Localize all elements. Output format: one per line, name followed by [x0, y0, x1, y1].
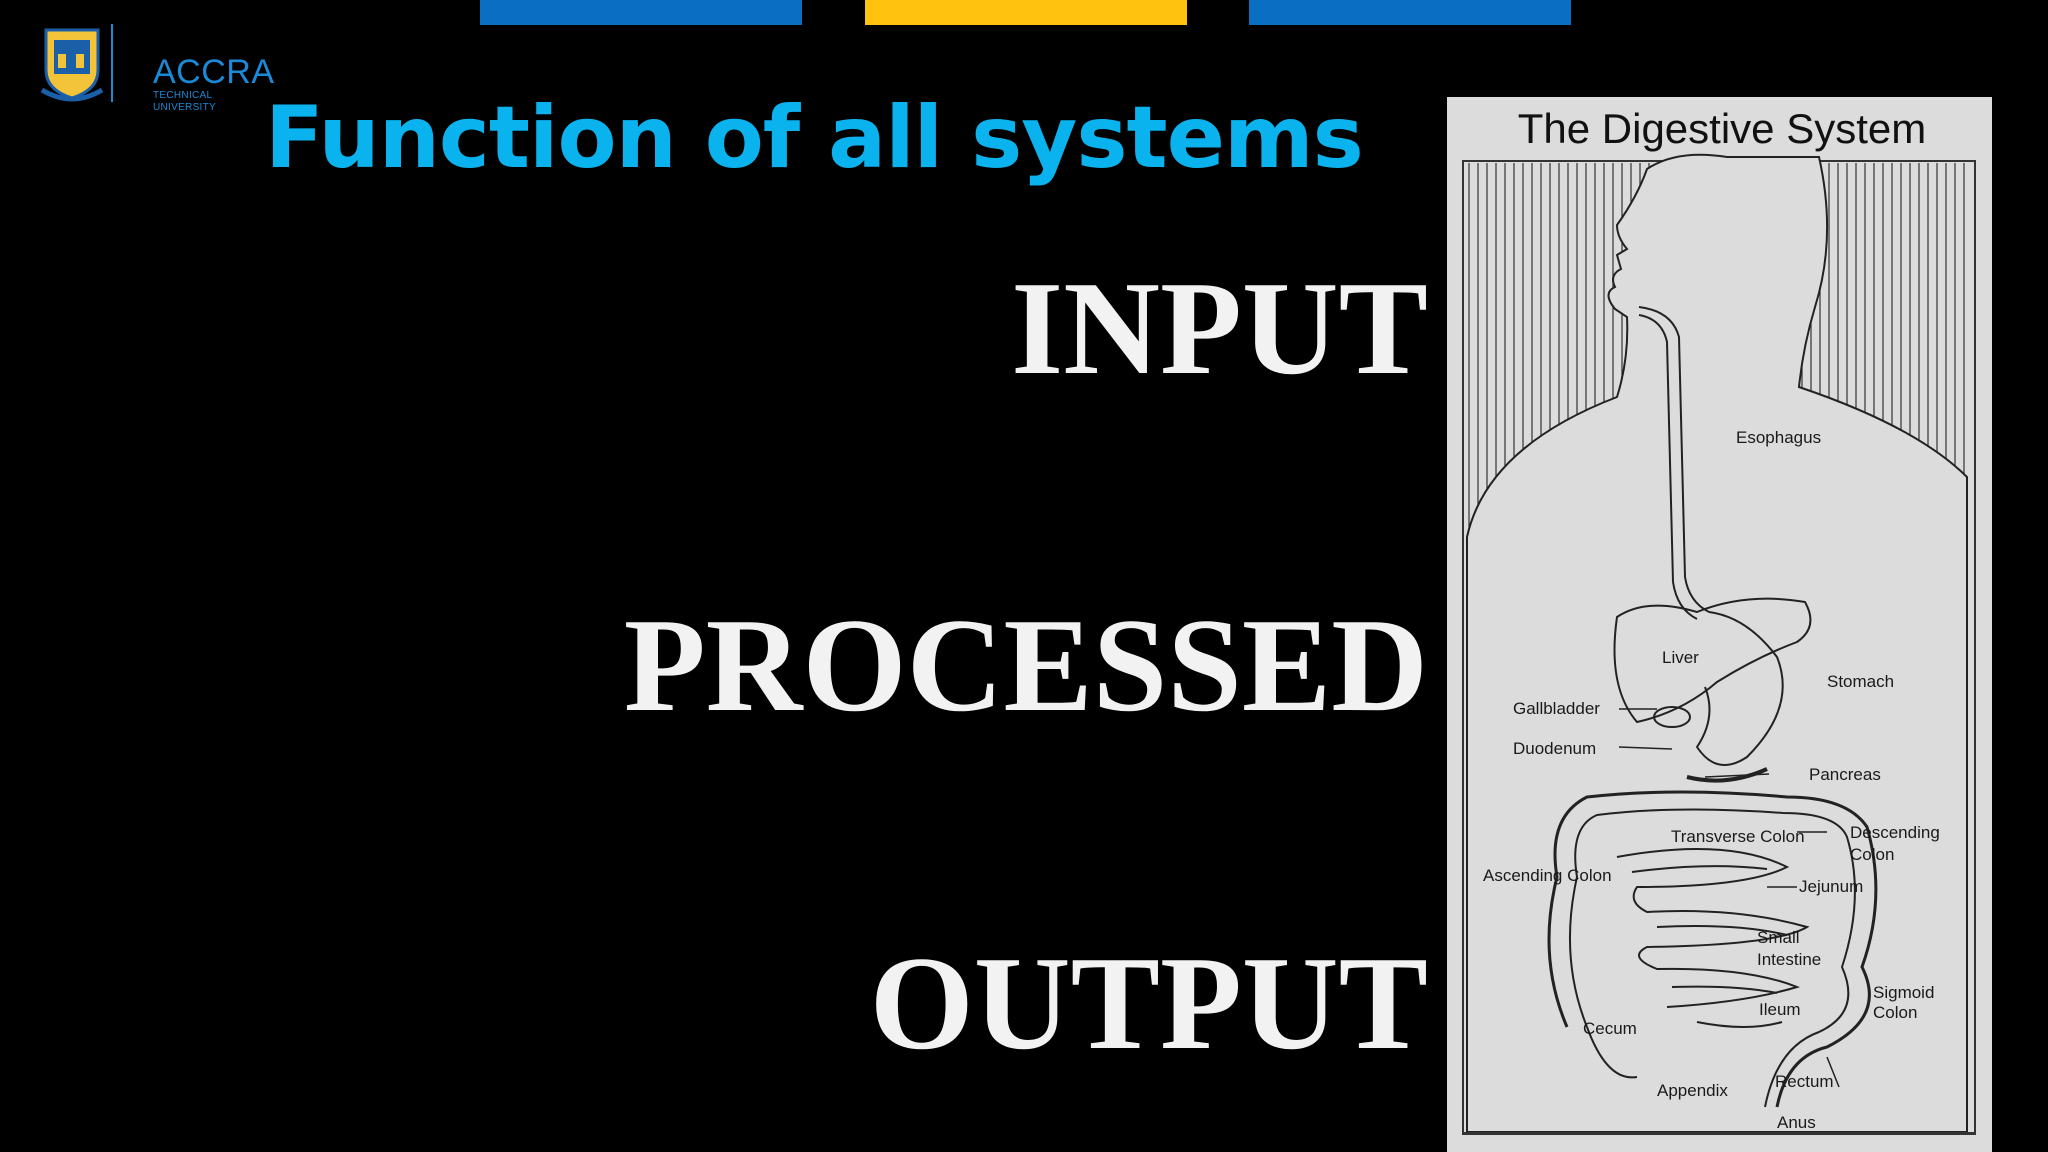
label-stomach: Stomach	[1827, 672, 1894, 691]
word-input: INPUT	[1011, 254, 1428, 402]
label-anus: Anus	[1777, 1113, 1816, 1132]
top-accent-bar-blue-left	[480, 0, 802, 25]
label-transverse-colon: Transverse Colon	[1671, 827, 1805, 846]
label-sigmoid-colon: Colon	[1873, 1003, 1917, 1022]
label-rectum: Rectum	[1775, 1072, 1834, 1091]
label-ileum: Ileum	[1759, 1000, 1801, 1019]
label-liver: Liver	[1662, 648, 1699, 667]
esophagus-shape	[1638, 306, 1710, 613]
top-accent-bar-yellow	[865, 0, 1187, 25]
label-sigmoid: Sigmoid	[1873, 983, 1934, 1002]
top-accent-bar-blue-right	[1249, 0, 1571, 25]
small-intestine-shape	[1616, 848, 1810, 1028]
label-descending-colon: Colon	[1850, 845, 1894, 864]
logo-subtitle: TECHNICAL UNIVERSITY	[153, 90, 217, 113]
diagram-title: The Digestive System	[1518, 105, 1926, 152]
digestive-system-diagram: The Digestive System	[1447, 97, 1992, 1152]
large-intestine-shape	[1547, 790, 1878, 1108]
label-descending: Descending	[1850, 823, 1940, 842]
crest-icon	[40, 24, 113, 102]
logo-name: ACCRA	[153, 53, 275, 91]
label-duodenum: Duodenum	[1513, 739, 1596, 758]
label-jejunum: Jejunum	[1799, 877, 1863, 896]
word-processed: PROCESSED	[623, 591, 1428, 739]
label-appendix: Appendix	[1657, 1081, 1728, 1100]
label-gallbladder: Gallbladder	[1513, 699, 1600, 718]
label-small: Small	[1757, 928, 1800, 947]
university-logo: ACCRA TECHNICAL UNIVERSITY	[36, 24, 274, 113]
label-cecum: Cecum	[1583, 1019, 1637, 1038]
liver-shape	[1613, 597, 1812, 724]
slide-title: Function of all systems	[265, 88, 1364, 188]
label-ascending-colon: Ascending Colon	[1483, 866, 1612, 885]
word-output: OUTPUT	[869, 929, 1428, 1077]
label-pancreas: Pancreas	[1809, 765, 1881, 784]
label-intestine: Intestine	[1757, 950, 1821, 969]
stomach-shape	[1695, 611, 1784, 766]
body-silhouette	[1466, 153, 1968, 1133]
label-esophagus: Esophagus	[1736, 428, 1821, 447]
